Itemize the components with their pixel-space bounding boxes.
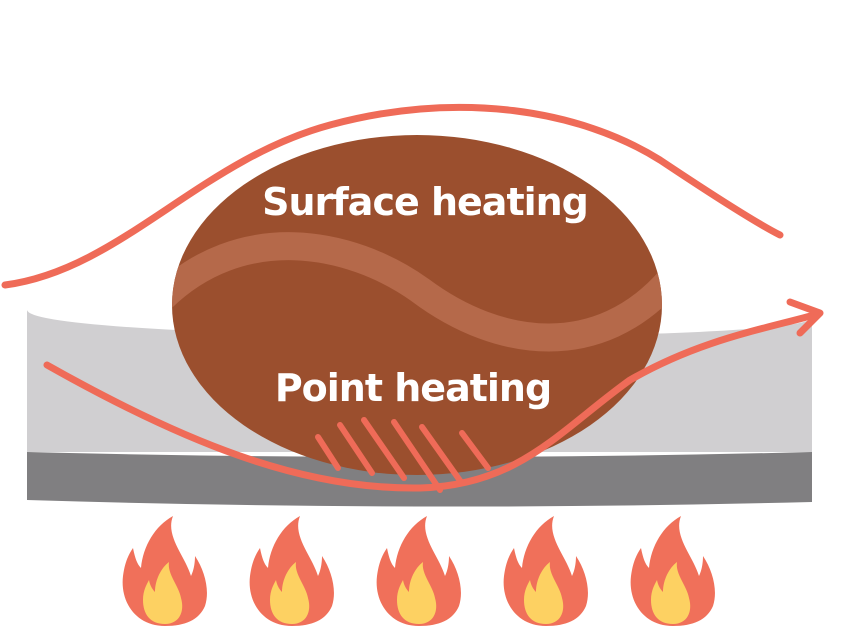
surface-heat-arrow xyxy=(1,103,784,289)
surface-heating-label: Surface heating xyxy=(262,180,588,224)
flame-icon xyxy=(376,516,461,626)
flame-icon xyxy=(503,516,588,626)
point-heat-hatch xyxy=(315,417,491,493)
bean-crease xyxy=(172,232,662,352)
arrow-head-icon xyxy=(786,298,824,337)
burner-flames xyxy=(122,516,715,626)
pan-base xyxy=(27,452,812,507)
flame-icon xyxy=(122,516,207,626)
flame-icon xyxy=(249,516,334,626)
point-heating-label: Point heating xyxy=(275,366,551,410)
flame-icon xyxy=(630,516,715,626)
point-heat-arrow xyxy=(43,298,824,492)
coffee-bean xyxy=(172,135,662,475)
